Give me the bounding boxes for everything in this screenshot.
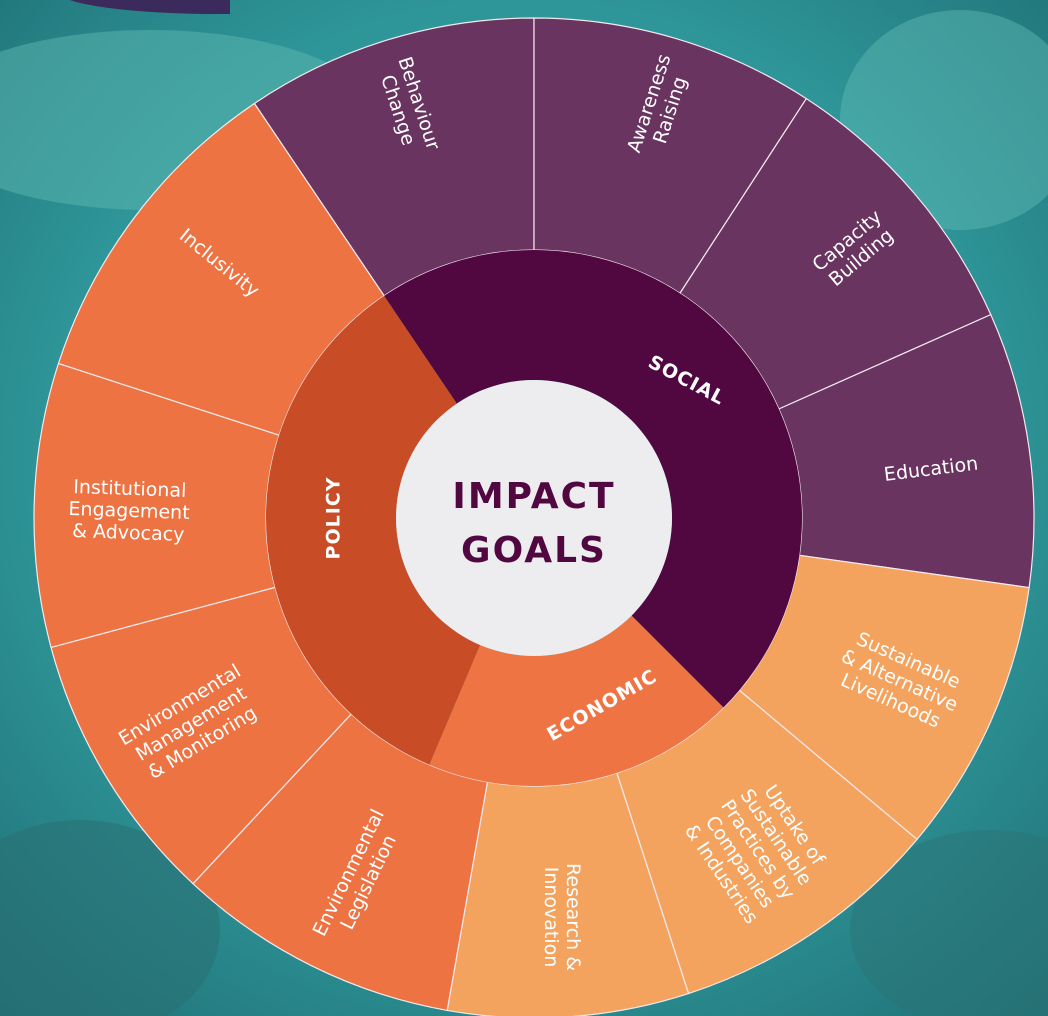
goal-label: Research &Innovation — [540, 863, 584, 971]
top-left-badge — [70, 0, 230, 15]
category-segment-policy[interactable] — [266, 295, 481, 765]
goal-label-line: Institutional — [73, 476, 187, 502]
category-segment-economic[interactable] — [429, 615, 724, 786]
goal-label-line: Engagement — [68, 498, 190, 524]
goal-label-line: Research & — [562, 863, 584, 971]
goal-label: InstitutionalEngagement& Advocacy — [67, 476, 190, 546]
center-title-line2: GOALS — [461, 530, 607, 571]
wheel: IMPACTGOALSSOCIALPOLICYECONOMICBehaviour… — [33, 17, 1035, 1016]
center-title-line1: IMPACT — [452, 476, 615, 517]
category-segment-social[interactable] — [384, 249, 802, 708]
center-disc — [396, 380, 672, 656]
goal-label-line: & Advocacy — [72, 520, 185, 546]
goal-label: Uptake ofSustainablePractices byCompanie… — [680, 771, 836, 928]
category-label-policy: POLICY — [323, 477, 345, 560]
reef-patch — [850, 830, 1048, 1016]
goal-label-line: Innovation — [540, 867, 562, 968]
reef-patch — [0, 820, 220, 1016]
